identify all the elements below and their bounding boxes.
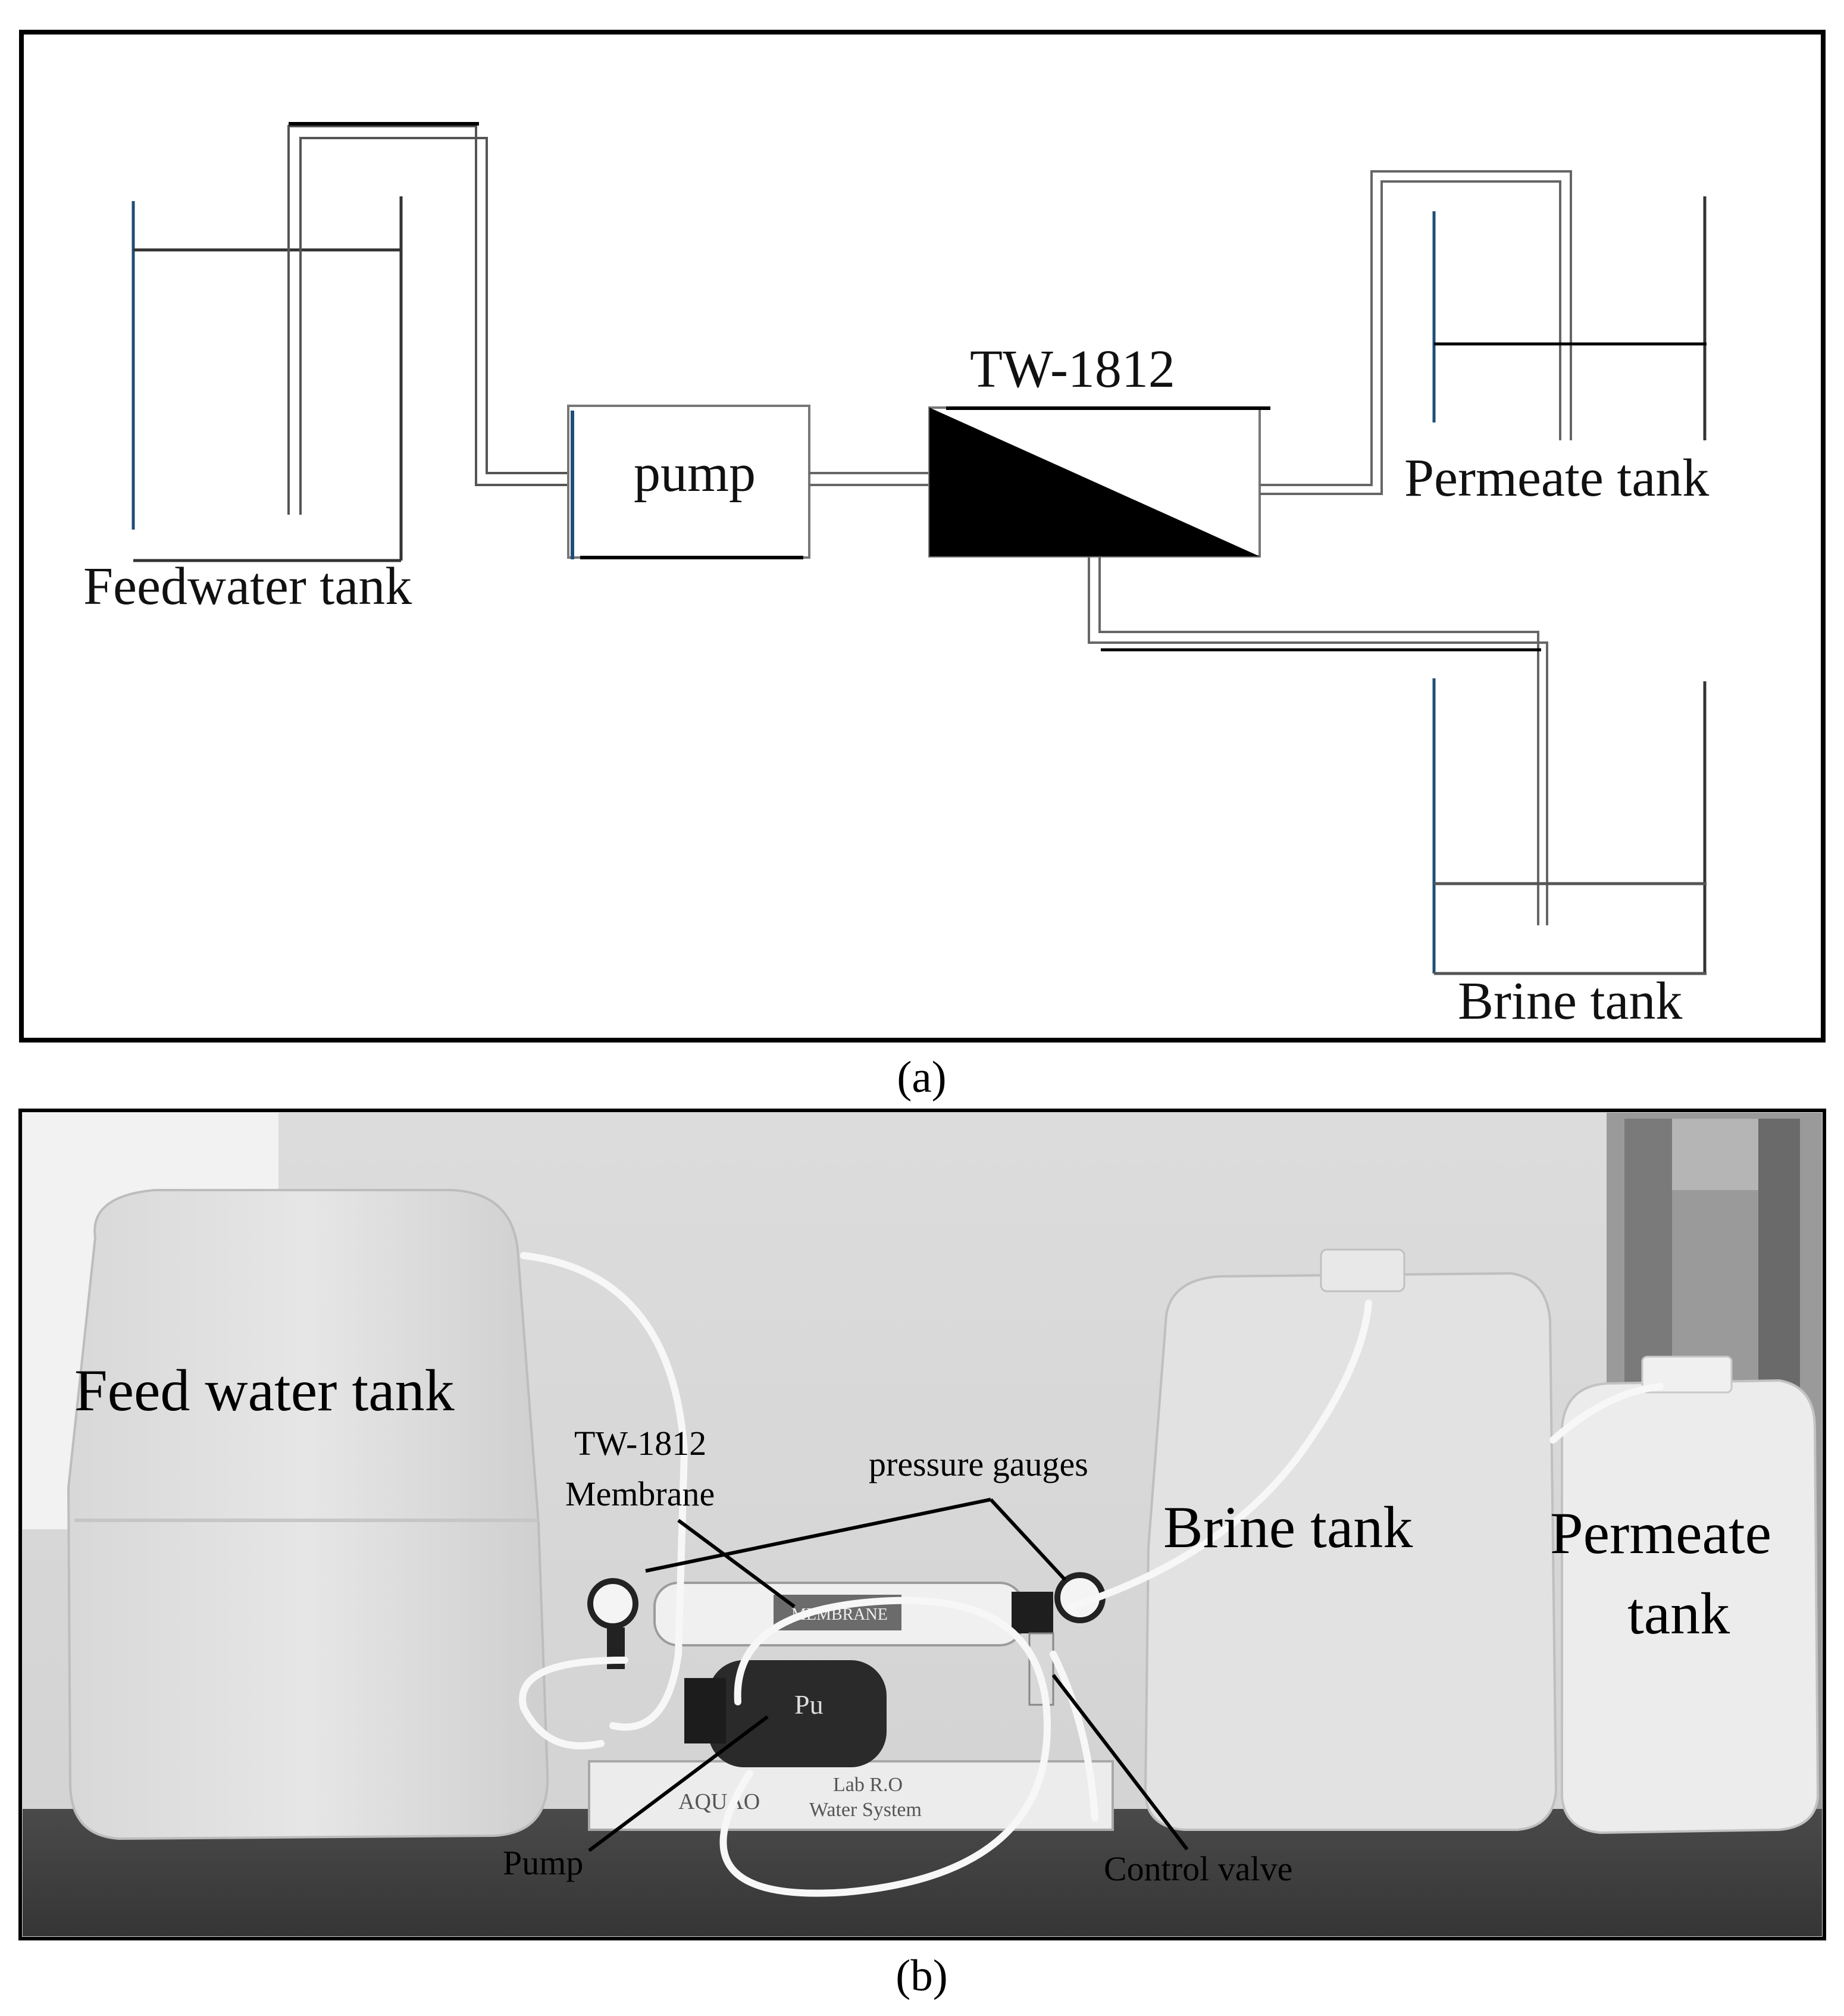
permeate-pipe <box>1260 170 1572 495</box>
label-permeate-line2: tank <box>1627 1580 1730 1646</box>
permeate-tank-schematic <box>1432 196 1707 440</box>
label-membrane-line2: Membrane <box>565 1475 715 1513</box>
label-control-valve: Control valve <box>1104 1849 1292 1888</box>
label-membrane-line1: TW-1812 <box>574 1424 706 1463</box>
label-pressure-gauges: pressure gauges <box>869 1445 1088 1483</box>
leader-lines <box>588 1498 1189 1852</box>
feed-water-jug <box>67 1189 549 1840</box>
panel-a-frame <box>19 30 1826 1043</box>
panel-b-photo: AQUAO Lab R.O Water System MEMBRANE Pu <box>18 1109 1826 1940</box>
panel-a-schematic: Feedwater tank pump TW-1812 Permeate tan… <box>19 30 1826 1043</box>
label-permeate-line1: Permeate <box>1550 1500 1771 1566</box>
permeate-jug <box>1561 1379 1820 1835</box>
brine-pipe <box>1088 556 1548 925</box>
pump-membrane-pipe <box>809 472 929 486</box>
membrane-schematic <box>928 406 1270 558</box>
label-permeate-tank: Permeate tank <box>1404 449 1709 508</box>
box-line2-text: Water System <box>809 1799 922 1821</box>
label-pump-photo: Pump <box>503 1843 583 1882</box>
brine-jug <box>1144 1272 1558 1831</box>
pump-schematic <box>567 405 810 559</box>
feed-pipe <box>287 122 568 515</box>
feedwater-tank-schematic <box>132 196 403 562</box>
label-pump: pump <box>634 444 756 503</box>
box-brand-text: AQUAO <box>678 1789 760 1814</box>
label-feedwater-tank: Feedwater tank <box>83 557 412 616</box>
label-brine-tank-photo: Brine tank <box>1163 1494 1413 1560</box>
label-brine-tank: Brine tank <box>1458 972 1682 1031</box>
label-membrane-model: TW-1812 <box>970 340 1175 399</box>
pump-body <box>708 1660 887 1767</box>
brine-tank-schematic <box>1432 678 1707 975</box>
pump-brand-text: Pu <box>794 1689 824 1720</box>
caption-a: (a) <box>897 1053 946 1102</box>
white-tubing <box>519 1252 1664 1897</box>
left-pressure-gauge <box>587 1578 638 1629</box>
ro-unit: AQUAO Lab R.O Water System MEMBRANE Pu <box>587 1572 1114 1831</box>
caption-b: (b) <box>896 1951 947 2001</box>
label-feed-water-tank: Feed water tank <box>74 1357 455 1423</box>
box-line1-text: Lab R.O <box>833 1774 903 1796</box>
